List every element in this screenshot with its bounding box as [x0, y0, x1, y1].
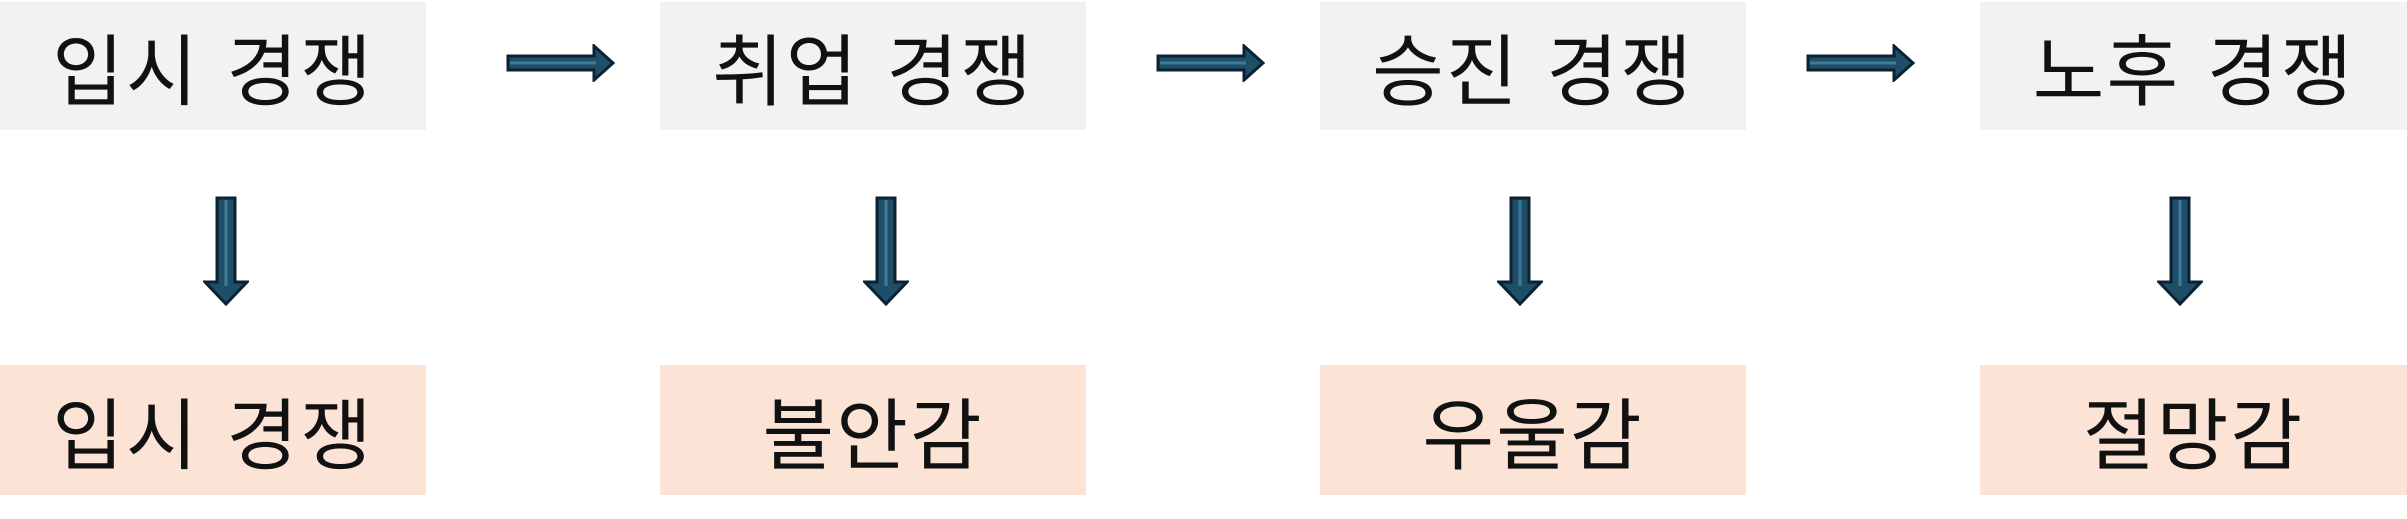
down-arrow-icon — [863, 196, 909, 306]
bottom-stage-label-3: 우울감 — [1422, 392, 1644, 482]
top-stage-box-2: 취업 경쟁 — [660, 2, 1086, 130]
right-arrow-icon — [1156, 44, 1266, 82]
bottom-stage-box-1: 입시 경쟁 — [0, 365, 426, 495]
down-arrow-icon — [1497, 196, 1543, 306]
top-stage-box-4: 노후 경쟁 — [1980, 2, 2407, 130]
down-arrow-icon — [2157, 196, 2203, 306]
bottom-stage-label-4: 절망감 — [2082, 392, 2305, 482]
bottom-stage-label-2: 불안감 — [762, 392, 984, 482]
right-arrow-icon — [506, 44, 616, 82]
top-stage-label-3: 승진 경쟁 — [1372, 28, 1694, 118]
bottom-stage-box-4: 절망감 — [1980, 365, 2407, 495]
top-stage-label-4: 노후 경쟁 — [2032, 28, 2355, 118]
top-stage-box-1: 입시 경쟁 — [0, 2, 426, 130]
bottom-stage-box-3: 우울감 — [1320, 365, 1746, 495]
bottom-stage-box-2: 불안감 — [660, 365, 1086, 495]
down-arrow-icon — [203, 196, 249, 306]
bottom-stage-label-1: 입시 경쟁 — [52, 392, 374, 482]
right-arrow-icon — [1806, 44, 1916, 82]
top-stage-label-1: 입시 경쟁 — [52, 28, 374, 118]
top-stage-label-2: 취업 경쟁 — [712, 28, 1034, 118]
top-stage-box-3: 승진 경쟁 — [1320, 2, 1746, 130]
